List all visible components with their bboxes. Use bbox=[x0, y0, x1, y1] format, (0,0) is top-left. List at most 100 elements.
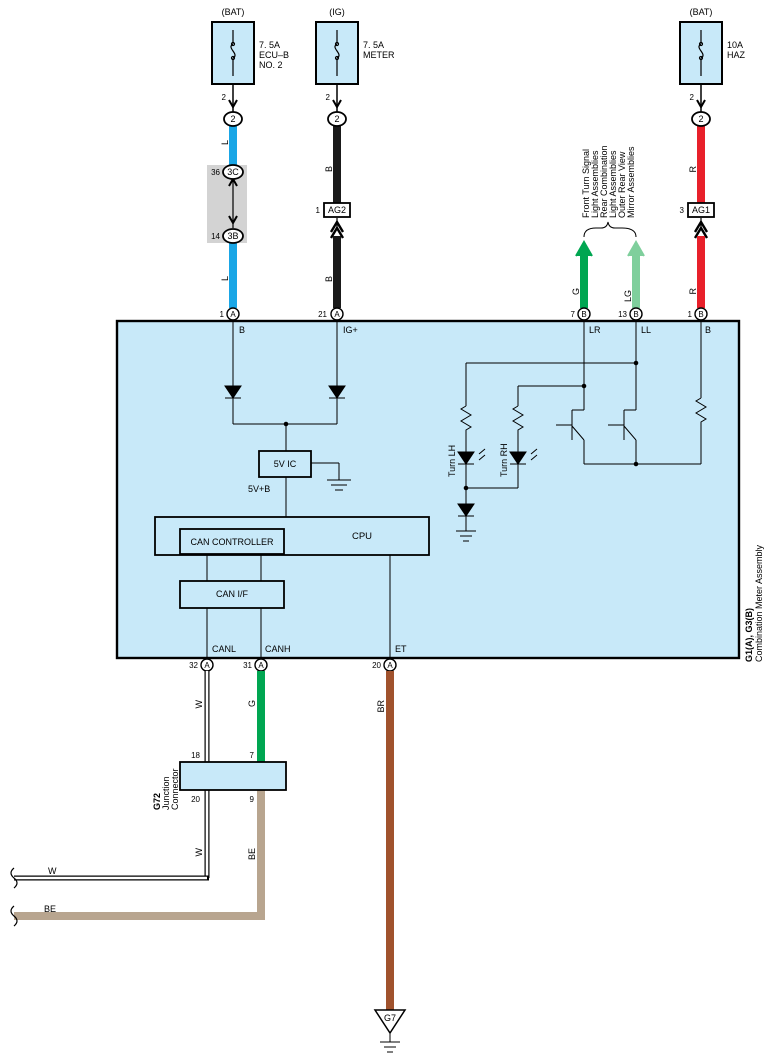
fuse-name: METER bbox=[363, 50, 395, 60]
wire-color-label: W bbox=[194, 700, 204, 709]
terminal-letter: B bbox=[698, 310, 703, 319]
brace bbox=[583, 221, 637, 238]
pin-number: 1 bbox=[220, 310, 225, 319]
turn-rh-label: Turn RH bbox=[499, 443, 509, 477]
fuse-name: HAZ bbox=[727, 50, 746, 60]
wire-color-label: BE bbox=[44, 904, 56, 914]
wire-color-label: G bbox=[571, 288, 581, 295]
wire-canl: W W W bbox=[10, 671, 210, 889]
pin-number: 2 bbox=[326, 93, 331, 102]
junction-connector-g72: 18 7 20 9 G72 Junction Connector bbox=[152, 751, 287, 810]
fuse-ecu-b: (BAT) 7. 5A ECU–B NO. 2 bbox=[211, 7, 289, 85]
combination-meter-body bbox=[115, 319, 741, 660]
terminal-label-b2: B bbox=[705, 325, 711, 335]
pin-number: 36 bbox=[211, 168, 220, 177]
pin-number: 1 bbox=[688, 310, 693, 319]
connector-label: 2 bbox=[698, 114, 703, 124]
terminal-letter: B bbox=[581, 310, 586, 319]
canh-label: CANH bbox=[265, 644, 291, 654]
wire-b: 2 B B bbox=[324, 84, 345, 308]
wire-color-label: LG bbox=[623, 290, 633, 302]
destination-text: Rear Combination bbox=[599, 145, 609, 218]
wire-et: BR bbox=[376, 671, 394, 1010]
connector-label: 3C bbox=[227, 167, 239, 177]
wire-lg-ll: LG bbox=[623, 239, 645, 308]
meter-id: G1(A), G3(B) bbox=[744, 608, 754, 662]
fuse-rating: 7. 5A bbox=[363, 40, 384, 50]
pin-number: 20 bbox=[372, 661, 381, 670]
terminal-letter: A bbox=[334, 310, 340, 319]
fuse-source-label: (BAT) bbox=[222, 7, 245, 17]
wire-color-label: R bbox=[688, 166, 698, 173]
vb-label: 5V+B bbox=[248, 484, 270, 494]
pin-number: 1 bbox=[316, 206, 321, 215]
fuse-rating: 7. 5A bbox=[259, 40, 280, 50]
pin-number: 3 bbox=[680, 206, 685, 215]
fuse-name: ECU–B bbox=[259, 50, 289, 60]
connector-label: AG2 bbox=[328, 205, 346, 215]
wire-canh: G BE BE bbox=[10, 671, 265, 927]
terminal-label-ll: LL bbox=[641, 325, 651, 335]
junction-id: G72 bbox=[152, 793, 162, 810]
fuse-name-2: NO. 2 bbox=[259, 60, 283, 70]
terminal-letter: B bbox=[633, 310, 638, 319]
junction-label: Junction bbox=[161, 776, 171, 810]
wire-color-label: B bbox=[324, 276, 334, 282]
pin-number: 13 bbox=[618, 310, 627, 319]
terminal-letter: A bbox=[387, 661, 393, 670]
destination-text: Light Assemblies bbox=[608, 150, 618, 218]
connector-label: AG1 bbox=[692, 205, 710, 215]
destination-text: Outer Rear View bbox=[617, 151, 627, 218]
pin-number: 2 bbox=[690, 93, 695, 102]
wire-r: 2 R R bbox=[688, 84, 709, 308]
meter-bottom-terminals: A 32 A 31 A 20 bbox=[189, 658, 397, 672]
terminal-label-lr: LR bbox=[589, 325, 601, 335]
ground-label: G7 bbox=[384, 1013, 396, 1023]
pin-number: 7 bbox=[571, 310, 576, 319]
wire-color-label: BE bbox=[247, 848, 257, 860]
wire-color-label: L bbox=[220, 140, 230, 145]
pin-number: 31 bbox=[243, 661, 252, 670]
pin-number: 20 bbox=[191, 795, 200, 804]
fuse-rating: 10A bbox=[727, 40, 743, 50]
pin-number: 2 bbox=[222, 93, 227, 102]
fuse-source-label: (BAT) bbox=[690, 7, 713, 17]
terminal-label-ig: IG+ bbox=[343, 325, 358, 335]
pin-number: 18 bbox=[191, 751, 200, 760]
can-if-label: CAN I/F bbox=[216, 589, 249, 599]
canl-label: CANL bbox=[212, 644, 236, 654]
terminal-letter: A bbox=[230, 310, 236, 319]
can-controller-label: CAN CONTROLLER bbox=[190, 537, 274, 547]
connector-label: 3B bbox=[227, 231, 238, 241]
wire-color-label: L bbox=[220, 276, 230, 281]
wire-g-lr: G bbox=[571, 239, 593, 308]
wire-color-label: W bbox=[48, 866, 57, 876]
et-label: ET bbox=[395, 644, 407, 654]
terminal-letter: A bbox=[204, 661, 210, 670]
wire-color-label: G bbox=[247, 700, 257, 707]
ic-label: 5V IC bbox=[274, 459, 297, 469]
fuse-haz: (BAT) 10A HAZ bbox=[679, 7, 746, 85]
meter-name: Combination Meter Assembly bbox=[754, 544, 764, 662]
cpu-label: CPU bbox=[352, 531, 372, 542]
connector-label: 2 bbox=[230, 114, 235, 124]
wire-color-label: W bbox=[194, 848, 204, 857]
pin-number: 9 bbox=[250, 795, 255, 804]
turn-lh-label: Turn LH bbox=[447, 445, 457, 477]
terminal-label-b: B bbox=[239, 325, 245, 335]
pin-number: 21 bbox=[318, 310, 327, 319]
wire-color-label: BR bbox=[376, 700, 386, 713]
wire-color-label: R bbox=[688, 288, 698, 295]
fuse-meter: (IG) 7. 5A METER bbox=[315, 7, 395, 85]
destination-text: Mirror Assemblies bbox=[626, 146, 636, 218]
ground-g7: G7 bbox=[373, 1009, 407, 1053]
wire-color-label: B bbox=[324, 166, 334, 172]
terminal-letter: A bbox=[258, 661, 264, 670]
connector-label: 2 bbox=[334, 114, 339, 124]
meter-top-terminals: A 1 A 21 B 7 B 13 B 1 bbox=[220, 307, 708, 321]
pin-number: 7 bbox=[250, 751, 255, 760]
pin-number: 14 bbox=[211, 232, 220, 241]
internal-labels: 5V IC 5V+B CPU CAN CONTROLLER CAN I/F CA… bbox=[190, 443, 764, 662]
destination-text: Light Assemblies bbox=[590, 150, 600, 218]
